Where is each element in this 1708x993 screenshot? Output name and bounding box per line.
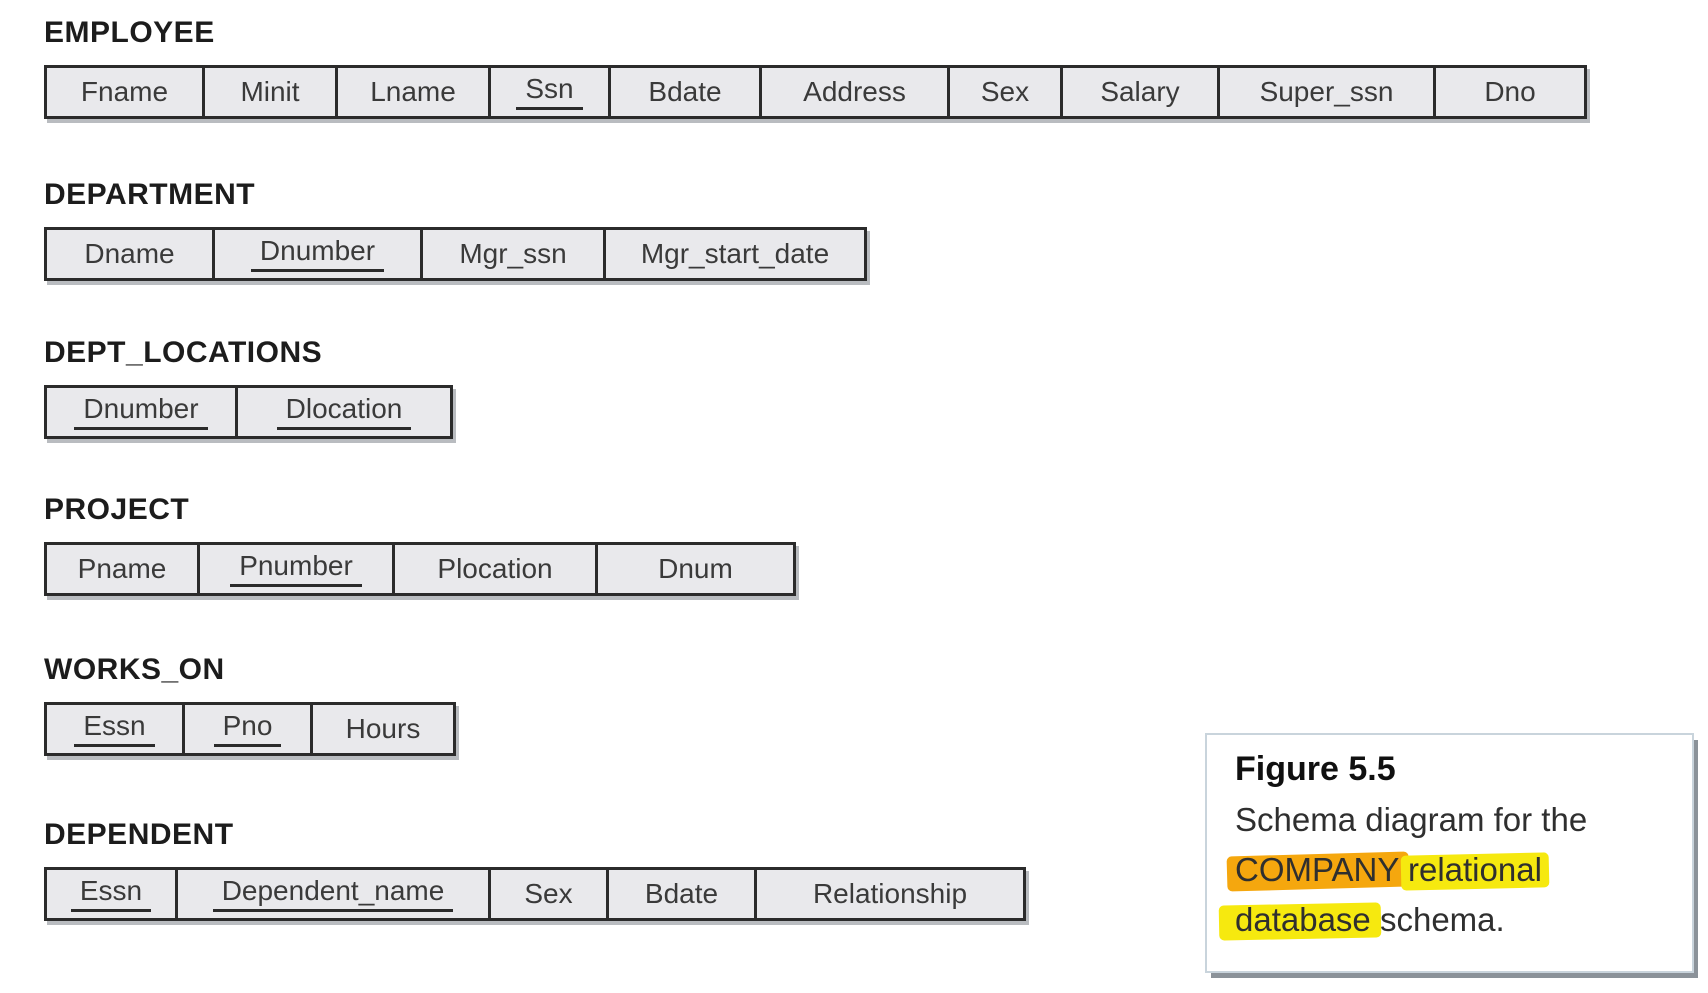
attribute-cell-dependent-relationship: Relationship [754,870,1023,918]
attribute-cell-project-plocation: Plocation [392,545,595,593]
attribute-row-dependent: Essn Dependent_name Sex Bdate Relationship [44,867,1026,921]
attribute-label: Mgr_ssn [459,238,567,269]
attribute-cell-works_on-pno: Pno [182,705,310,753]
relation-project: PROJECT Pname Pnumber Plocation Dnum [44,495,796,596]
attribute-label: Sex [980,76,1030,107]
attribute-cell-department-mgr_ssn: Mgr_ssn [420,230,603,278]
relation-employee: EMPLOYEE Fname Minit Lname Ssn Bdate Address Se… [44,18,1587,119]
attribute-cell-employee-ssn: Ssn [488,68,608,116]
relation-name-employee: EMPLOYEE [44,16,215,49]
attribute-cell-project-dnum: Dnum [595,545,793,593]
attribute-label: Dname [84,238,175,269]
relation-department: DEPARTMENT Dname Dnumber Mgr_ssn Mgr_start_d… [44,180,867,281]
figure-caption-title: Figure 5.5 [1235,750,1396,788]
primary-key-attribute-label: Essn [70,876,152,912]
primary-key-attribute-label: Ssn [516,74,583,110]
attribute-cell-employee-salary: Salary [1060,68,1217,116]
relation-dept_locations: DEPT_LOCATIONS Dnumber Dlocation [44,338,453,439]
attribute-cell-employee-minit: Minit [202,68,335,116]
attribute-cell-employee-address: Address [759,68,947,116]
attribute-cell-dependent-dependent_name: Dependent_name [175,870,488,918]
relation-name-works_on: WORKS_ON [44,653,225,686]
attribute-cell-department-dnumber: Dnumber [212,230,420,278]
attribute-cell-dept_locations-dnumber: Dnumber [47,388,235,436]
attribute-cell-employee-fname: Fname [47,68,202,116]
highlighted-caption-word: database [1235,901,1371,938]
attribute-label: Minit [240,76,300,107]
primary-key-attribute-label: Pnumber [230,551,362,587]
attribute-cell-works_on-hours: Hours [310,705,453,753]
relation-name-dependent: DEPENDENT [44,818,234,851]
caption-word: Schema diagram for the [1235,801,1588,838]
attribute-row-dept_locations: Dnumber Dlocation [44,385,453,439]
attribute-label: Bdate [648,76,722,107]
attribute-cell-employee-dno: Dno [1433,68,1584,116]
attribute-cell-project-pnumber: Pnumber [197,545,392,593]
attribute-cell-dependent-bdate: Bdate [606,870,754,918]
attribute-cell-employee-sex: Sex [947,68,1060,116]
attribute-cell-dependent-essn: Essn [47,870,175,918]
attribute-label: Relationship [812,878,968,909]
attribute-label: Mgr_start_date [640,238,830,269]
attribute-row-employee: Fname Minit Lname Ssn Bdate Address Sex Salary S… [44,65,1587,119]
attribute-label: Dnum [658,553,733,584]
primary-key-attribute-label: Pno [213,711,282,747]
attribute-label: Salary [1100,76,1180,107]
attribute-cell-project-pname: Pname [47,545,197,593]
relation-name-dept_locations: DEPT_LOCATIONS [44,336,323,369]
attribute-label: Dno [1484,76,1536,107]
primary-key-attribute-label: Essn [74,711,155,747]
attribute-label: Hours [345,713,421,744]
caption-word: schema. [1370,901,1505,938]
attribute-label: Plocation [437,553,553,584]
primary-key-attribute-label: Dnumber [250,236,385,272]
attribute-label: Fname [80,76,169,107]
attribute-cell-employee-bdate: Bdate [608,68,759,116]
attribute-row-works_on: Essn Pno Hours [44,702,456,756]
attribute-label: Super_ssn [1259,76,1394,107]
attribute-label: Lname [370,76,456,107]
attribute-cell-dependent-sex: Sex [488,870,606,918]
attribute-label: Bdate [644,878,719,909]
primary-key-attribute-label: Dnumber [74,394,208,430]
attribute-cell-employee-super_ssn: Super_ssn [1217,68,1433,116]
primary-key-attribute-label: Dependent_name [212,876,454,912]
highlighted-caption-word: relational [1407,851,1542,888]
attribute-row-project: Pname Pnumber Plocation Dnum [44,542,796,596]
relation-works_on: WORKS_ON Essn Pno Hours [44,655,456,756]
attribute-cell-employee-lname: Lname [335,68,488,116]
highlighted-caption-word: COMPANY [1235,851,1399,888]
attribute-cell-dept_locations-dlocation: Dlocation [235,388,450,436]
attribute-cell-works_on-essn: Essn [47,705,182,753]
attribute-label: Address [803,76,906,107]
attribute-row-department: Dname Dnumber Mgr_ssn Mgr_start_date [44,227,867,281]
relation-dependent: DEPENDENT Essn Dependent_name Sex Bdate Relat… [44,820,1026,921]
relation-name-project: PROJECT [44,493,190,526]
attribute-cell-department-dname: Dname [47,230,212,278]
attribute-label: Sex [524,878,573,909]
primary-key-attribute-label: Dlocation [276,394,412,430]
attribute-cell-department-mgr_start_date: Mgr_start_date [603,230,864,278]
attribute-label: Pname [77,553,167,584]
relation-name-department: DEPARTMENT [44,178,256,211]
